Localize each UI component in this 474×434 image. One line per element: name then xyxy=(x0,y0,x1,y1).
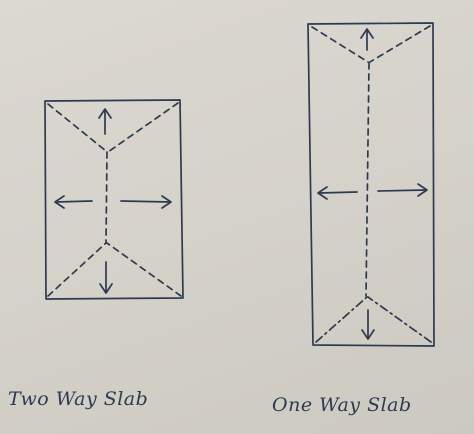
yield-line-top-left xyxy=(311,26,369,63)
yield-line-center xyxy=(365,62,370,297)
arrow-right-icon xyxy=(377,183,428,197)
two-way-slab-diagram xyxy=(44,99,184,300)
arrow-left-icon xyxy=(54,195,93,209)
yield-line-bottom-right xyxy=(106,242,182,297)
arrow-left-icon xyxy=(317,186,358,200)
arrow-down-icon xyxy=(361,309,375,340)
yield-line-bottom-right xyxy=(367,296,432,343)
one-way-slab-diagram xyxy=(307,22,435,347)
two-way-slab-caption: Two Way Slab xyxy=(8,388,149,410)
one-way-slab-outline xyxy=(307,22,435,347)
one-way-slab-caption: One Way Slab xyxy=(272,394,412,416)
yield-line-top-right xyxy=(107,102,179,153)
arrow-up-icon xyxy=(360,28,374,51)
arrow-right-icon xyxy=(120,195,172,209)
arrow-down-icon xyxy=(99,261,113,294)
yield-line-top-right xyxy=(369,25,431,63)
arrow-up-icon xyxy=(98,108,112,135)
yield-line-bottom-left xyxy=(315,296,368,343)
yield-line-bottom-left xyxy=(47,242,107,297)
yield-line-center xyxy=(105,151,108,243)
yield-line-top-left xyxy=(47,103,107,152)
two-way-slab-outline xyxy=(44,99,184,300)
